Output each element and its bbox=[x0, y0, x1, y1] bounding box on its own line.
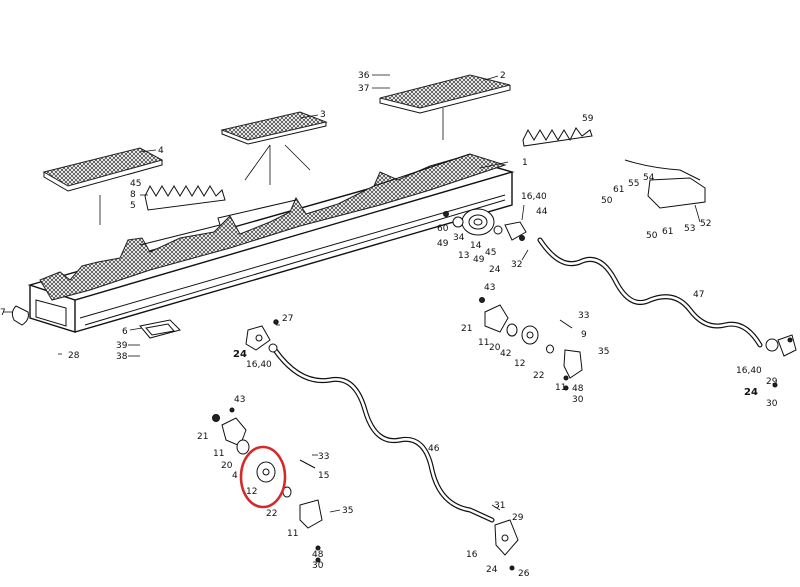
label: 12 bbox=[514, 359, 525, 369]
label: 14 bbox=[470, 241, 482, 251]
grate-2 bbox=[379, 74, 511, 109]
label: 12 bbox=[246, 487, 257, 497]
label: 2 bbox=[500, 71, 506, 81]
label: 33 bbox=[318, 452, 329, 462]
label: 43 bbox=[234, 395, 245, 405]
label: 4 bbox=[158, 146, 164, 156]
label: 4 bbox=[232, 471, 238, 481]
label: 50 bbox=[646, 231, 658, 241]
bracket-52 bbox=[647, 177, 706, 209]
label: 30 bbox=[312, 561, 324, 571]
label: 50 bbox=[601, 196, 613, 206]
label: 49 bbox=[473, 255, 485, 265]
label: 27 bbox=[282, 314, 293, 324]
label: 29 bbox=[766, 377, 778, 387]
label: 35 bbox=[598, 347, 609, 357]
label: 16,40 bbox=[521, 192, 547, 202]
label: 59 bbox=[582, 114, 594, 124]
label: 61 bbox=[662, 227, 673, 237]
label: 31 bbox=[494, 501, 505, 511]
label: 29 bbox=[512, 513, 524, 523]
label: 33 bbox=[578, 311, 589, 321]
label: 45 bbox=[485, 248, 496, 258]
label: 34 bbox=[453, 233, 465, 243]
label: 49 bbox=[437, 239, 449, 249]
label: 26 bbox=[518, 569, 530, 579]
label: 9 bbox=[581, 330, 587, 340]
label: 32 bbox=[511, 260, 522, 270]
label: 11 bbox=[478, 338, 489, 348]
label: 11 bbox=[287, 529, 298, 539]
label: 16 bbox=[466, 550, 478, 560]
label: 22 bbox=[266, 509, 277, 519]
label: 35 bbox=[342, 506, 353, 516]
plate-6 bbox=[139, 319, 181, 339]
label: 60 bbox=[437, 224, 449, 234]
bearing-plate-bottom bbox=[494, 519, 519, 571]
label: 61 bbox=[613, 185, 624, 195]
label: 36 bbox=[358, 71, 370, 81]
label: 5 bbox=[130, 201, 136, 211]
label: 39 bbox=[116, 341, 128, 351]
bearing-stack-lower bbox=[212, 407, 323, 563]
label: 11 bbox=[213, 449, 224, 459]
part-labels: 1 2 36 37 3 59 4 45 8 5 7 6 39 38 28 60 … bbox=[0, 71, 778, 579]
label: 22 bbox=[533, 371, 544, 381]
label: 20 bbox=[221, 461, 233, 471]
label: 44 bbox=[536, 207, 548, 217]
label: 24 bbox=[486, 565, 498, 575]
label: 48 bbox=[572, 384, 584, 394]
label: 30 bbox=[766, 399, 778, 409]
label: 54 bbox=[643, 173, 655, 183]
label: 24 bbox=[489, 265, 501, 275]
highlight-circle bbox=[239, 445, 287, 509]
label: 1 bbox=[522, 158, 528, 168]
label: 16,40 bbox=[246, 360, 272, 370]
bearing-right-end bbox=[765, 334, 797, 388]
label: 47 bbox=[693, 290, 704, 300]
label: 55 bbox=[628, 179, 639, 189]
saw-strip-5 bbox=[144, 184, 226, 211]
label: 11 bbox=[555, 383, 566, 393]
label: 45 bbox=[130, 179, 141, 189]
shaft-46 bbox=[272, 347, 495, 523]
bearing-plate-left-upper bbox=[245, 319, 279, 353]
main-beam bbox=[27, 153, 515, 333]
label: 53 bbox=[684, 224, 695, 234]
label: 7 bbox=[0, 308, 6, 318]
label: 21 bbox=[197, 432, 208, 442]
label: 3 bbox=[320, 110, 326, 120]
bearing-stack-upper bbox=[479, 297, 583, 391]
label: 16,40 bbox=[736, 366, 762, 376]
label: 46 bbox=[428, 444, 440, 454]
label: 28 bbox=[68, 351, 80, 361]
label: 20 bbox=[489, 343, 501, 353]
label: 6 bbox=[122, 327, 128, 337]
grate-4 bbox=[42, 147, 164, 187]
label: 21 bbox=[461, 324, 472, 334]
bearing-assembly-top bbox=[443, 208, 527, 241]
label: 24 bbox=[744, 387, 758, 398]
label: 37 bbox=[358, 84, 369, 94]
label: 52 bbox=[700, 219, 711, 229]
label: 42 bbox=[500, 349, 511, 359]
label: 43 bbox=[484, 283, 495, 293]
label: 24 bbox=[233, 349, 247, 360]
leader-lines bbox=[58, 74, 701, 513]
label: 13 bbox=[458, 251, 469, 261]
label: 38 bbox=[116, 352, 128, 362]
end-cap bbox=[11, 305, 29, 326]
label: 8 bbox=[130, 190, 136, 200]
shaft-47 bbox=[537, 237, 763, 348]
label: 15 bbox=[318, 471, 329, 481]
saw-strip-59 bbox=[522, 127, 593, 147]
label: 48 bbox=[312, 550, 324, 560]
label: 30 bbox=[572, 395, 584, 405]
